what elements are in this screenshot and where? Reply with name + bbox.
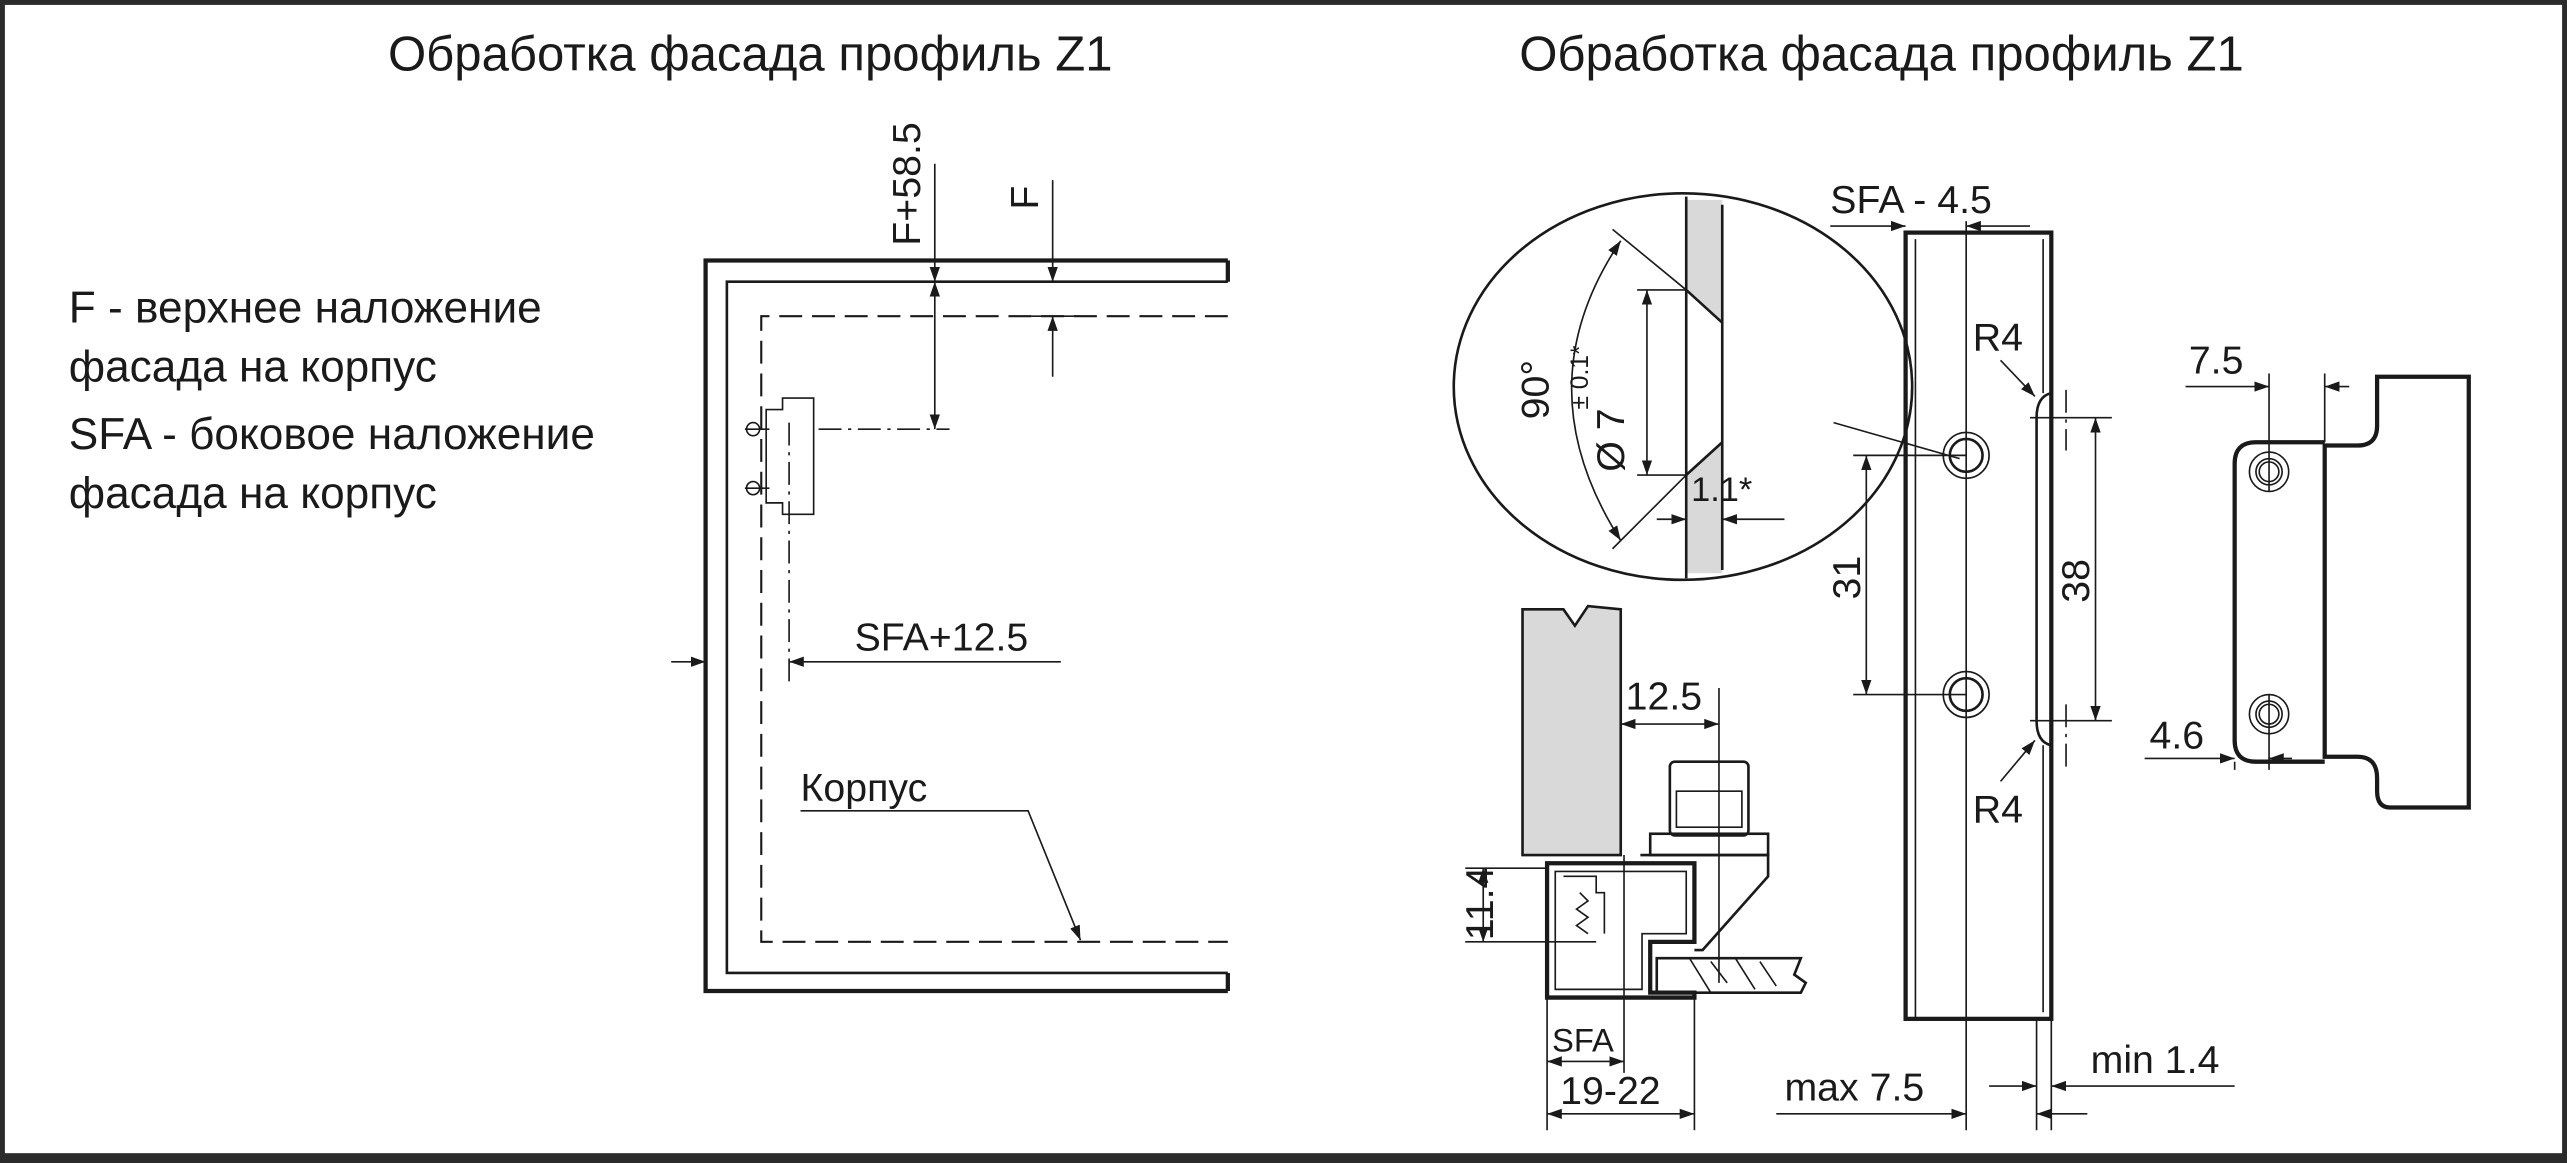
- height-label: 11.4: [1458, 867, 1502, 941]
- side-bottom-label: 4.6: [2150, 714, 2205, 758]
- right-title: Обработка фасада профиль Z1: [1519, 27, 2244, 81]
- hinge-plate-side-view: 7.5 4.6: [2144, 338, 2471, 810]
- thickness-label: 19-22: [1560, 1069, 1660, 1113]
- radius-bottom-label: R4: [1973, 787, 2023, 831]
- carcass-label: Корпус: [801, 766, 928, 810]
- countersink-detail: 90° Ø 7 ± 0.1* 1.1*: [1452, 191, 1960, 582]
- tolerance-label: ± 0.1*: [1567, 345, 1594, 409]
- carcass-callout: Корпус: [801, 766, 1082, 941]
- length-label: 38: [2054, 559, 2098, 603]
- hole-spacing-label: 31: [1825, 556, 1869, 600]
- dim-f-plus-label: F+58.5: [885, 122, 929, 245]
- side-top-label: 7.5: [2189, 338, 2244, 382]
- legend-line: SFA - боковое наложение: [69, 410, 595, 459]
- depth-label: 1.1*: [1691, 471, 1752, 509]
- right-panel: Обработка фасада профиль Z1 90° Ø 7 ± 0.…: [1452, 27, 2471, 1131]
- legend: F - верхнее наложение фасада на корпус S…: [69, 284, 595, 518]
- sfa-label: SFA: [1552, 1022, 1614, 1059]
- profile-front-view: SFA - 4.5 R4 R4 31 38 max 7.5 m: [1776, 178, 2235, 1131]
- door-front-view: [703, 258, 1230, 994]
- angle-label: 90°: [1514, 360, 1558, 419]
- sfa-minus-label: SFA - 4.5: [1830, 178, 1992, 222]
- left-panel: Обработка фасада профиль Z1 F - верхнее …: [69, 27, 1230, 994]
- dim-sfa-plus-label: SFA+12.5: [855, 615, 1029, 659]
- legend-line: фасада на корпус: [69, 343, 437, 392]
- dim-sfa-plus: SFA+12.5: [671, 615, 1061, 667]
- aluminium-profile: [1544, 861, 1697, 1000]
- min-label: min 1.4: [2091, 1038, 2220, 1082]
- section-view: 12.5: [1458, 604, 1808, 1131]
- dim-f-plus: F+58.5: [885, 122, 940, 430]
- radius-top-label: R4: [1973, 316, 2023, 360]
- offset-label: 12.5: [1626, 674, 1702, 718]
- diameter-label: Ø 7: [1589, 408, 1633, 471]
- hinge-icon: [744, 397, 950, 516]
- hinge-mechanism: [1640, 760, 1770, 952]
- left-title: Обработка фасада профиль Z1: [388, 27, 1113, 81]
- legend-line: фасада на корпус: [69, 469, 437, 518]
- carcass-panel: [1655, 956, 1808, 994]
- dim-f: F: [1003, 180, 1081, 377]
- dim-f-label: F: [1003, 186, 1047, 210]
- legend-line: F - верхнее наложение: [69, 284, 542, 333]
- max-label: max 7.5: [1784, 1066, 1924, 1110]
